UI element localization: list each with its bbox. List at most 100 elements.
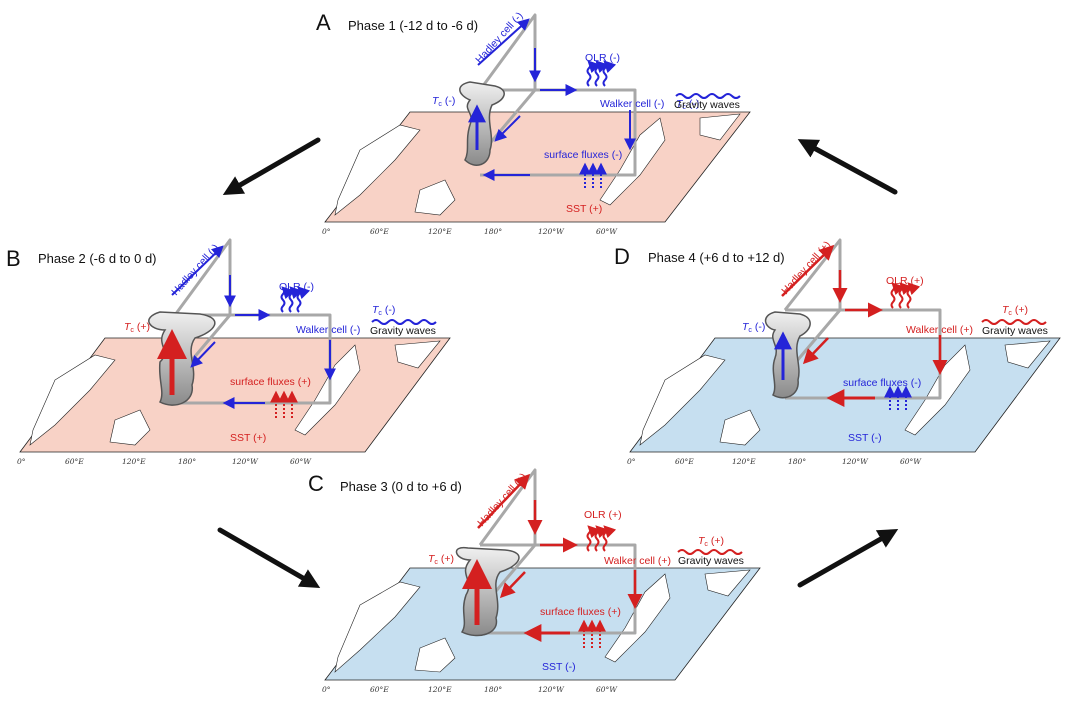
- gravity-waves-text: Gravity waves: [370, 325, 436, 337]
- tc-label: Tc (+): [124, 321, 150, 334]
- land-masses: [334, 569, 751, 673]
- tc-symbol: T: [124, 321, 132, 333]
- gw-tc-sign: (-): [382, 304, 395, 316]
- tick-60w: 60°W: [290, 457, 312, 466]
- tc-sub: c: [434, 559, 438, 566]
- tc-symbol: T: [742, 321, 750, 333]
- panel-title: Phase 3 (0 d to +6 d): [340, 479, 462, 494]
- tick-180: 180°: [788, 457, 806, 466]
- land-masses: [639, 340, 1051, 446]
- tick-180: 180°: [178, 457, 196, 466]
- longitude-ticks: 0° 60°E 120°E 180° 120°W 60°W: [627, 457, 922, 466]
- sst-label: SST (-): [542, 661, 576, 673]
- gravity-wave-label: Tc (+): [698, 535, 724, 548]
- tc-label: Tc (-): [742, 321, 765, 334]
- tick-120w: 120°W: [538, 227, 565, 236]
- gw-tc-sign: (-): [686, 98, 699, 110]
- gravity-wave-label: Tc (-): [372, 304, 395, 317]
- sst-label: SST (+): [230, 432, 266, 444]
- panel-c: 0° 60°E 120°E 180° 120°W 60°W: [308, 468, 761, 694]
- arrows: [462, 473, 743, 648]
- fluxes-label: surface fluxes (-): [843, 377, 921, 389]
- tc-sub: c: [438, 101, 442, 108]
- cycle-arrows: [217, 137, 899, 589]
- gravity-wave-label: Tc (+): [1002, 304, 1028, 317]
- tick-60e: 60°E: [675, 457, 694, 466]
- panel-title: Phase 2 (-6 d to 0 d): [38, 251, 157, 266]
- gw-tc: T: [676, 98, 684, 110]
- walker-label: Walker cell (+): [906, 324, 973, 336]
- hadley-label: Hadley cell (+): [779, 239, 833, 297]
- gw-tc-sub: c: [704, 541, 708, 548]
- panel-letter: B: [6, 246, 21, 271]
- tick-60w: 60°W: [596, 227, 618, 236]
- map-plane: [324, 111, 751, 223]
- olr-label: OLR (-): [279, 281, 314, 293]
- olr-label: OLR (+): [886, 275, 924, 287]
- arrows: [774, 244, 1047, 410]
- olr-label: OLR (-): [585, 52, 620, 64]
- gw-tc-sign: (+): [1012, 304, 1028, 316]
- land-masses: [29, 340, 441, 446]
- fluxes-label: surface fluxes (+): [230, 376, 311, 388]
- gw-tc-sub: c: [682, 104, 686, 111]
- gw-tc-sub: c: [378, 310, 382, 317]
- arrows: [157, 245, 437, 418]
- convective-cloud: [459, 81, 505, 166]
- tick-120e: 120°E: [732, 457, 756, 466]
- longitude-ticks: 0° 60°E 120°E 180° 120°W 60°W: [322, 685, 618, 694]
- tc-sign: (-): [442, 95, 455, 107]
- tick-120e: 120°E: [122, 457, 146, 466]
- tick-180: 180°: [484, 227, 502, 236]
- arrow-a-to-b: [222, 137, 321, 196]
- arrow-d-to-a: [797, 139, 898, 195]
- panel-letter: A: [316, 10, 331, 35]
- land-masses: [334, 113, 741, 216]
- tick-180: 180°: [484, 685, 502, 694]
- panel-title: Phase 1 (-12 d to -6 d): [348, 18, 478, 33]
- walker-label: Walker cell (-): [296, 324, 360, 336]
- tc-label: Tc (+): [428, 553, 454, 566]
- tick-120e: 120°E: [428, 685, 452, 694]
- longitude-ticks: 0° 60°E 120°E 180° 120°W 60°W: [17, 457, 312, 466]
- fluxes-label: surface fluxes (-): [544, 149, 622, 161]
- arrow-c-to-d: [797, 529, 899, 588]
- sst-label: SST (-): [848, 432, 882, 444]
- gw-tc: T: [372, 304, 380, 316]
- gw-tc: T: [698, 535, 706, 547]
- gravity-waves-text: Gravity waves: [678, 555, 744, 567]
- tick-120w: 120°W: [842, 457, 869, 466]
- tc-sign: (+): [438, 553, 454, 565]
- tc-sub: c: [130, 327, 134, 334]
- tick-60e: 60°E: [370, 227, 389, 236]
- walker-label: Walker cell (+): [604, 555, 671, 567]
- tick-0: 0°: [627, 457, 636, 466]
- walker-label: Walker cell (-): [600, 98, 664, 110]
- tick-60e: 60°E: [370, 685, 389, 694]
- panel-letter: C: [308, 471, 324, 496]
- tick-120w: 120°W: [538, 685, 565, 694]
- gravity-wave-label: Tc (-): [676, 98, 699, 111]
- tick-120w: 120°W: [232, 457, 259, 466]
- gravity-waves-text: Gravity waves: [674, 99, 740, 111]
- panel-letter: D: [614, 244, 630, 269]
- gravity-waves-text: Gravity waves: [982, 325, 1048, 337]
- longitude-ticks: 0° 60°E 120°E 180° 120°W 60°W: [322, 227, 618, 236]
- tc-sub: c: [748, 327, 752, 334]
- olr-label: OLR (+): [584, 509, 622, 521]
- panel-b: 0° 60°E 120°E 180° 120°W 60°W: [6, 238, 451, 466]
- tick-60w: 60°W: [596, 685, 618, 694]
- sst-label: SST (+): [566, 203, 602, 215]
- gw-tc-sign: (+): [708, 535, 724, 547]
- tick-60e: 60°E: [65, 457, 84, 466]
- tc-sign: (-): [752, 321, 765, 333]
- tc-label: Tc (-): [432, 95, 455, 108]
- panel-title: Phase 4 (+6 d to +12 d): [648, 250, 785, 265]
- arrow-b-to-c: [217, 527, 321, 589]
- hadley-label: Hadley cell (+): [475, 471, 529, 529]
- tick-0: 0°: [322, 227, 331, 236]
- tc-symbol: T: [428, 553, 436, 565]
- tick-0: 0°: [322, 685, 331, 694]
- tick-0: 0°: [17, 457, 26, 466]
